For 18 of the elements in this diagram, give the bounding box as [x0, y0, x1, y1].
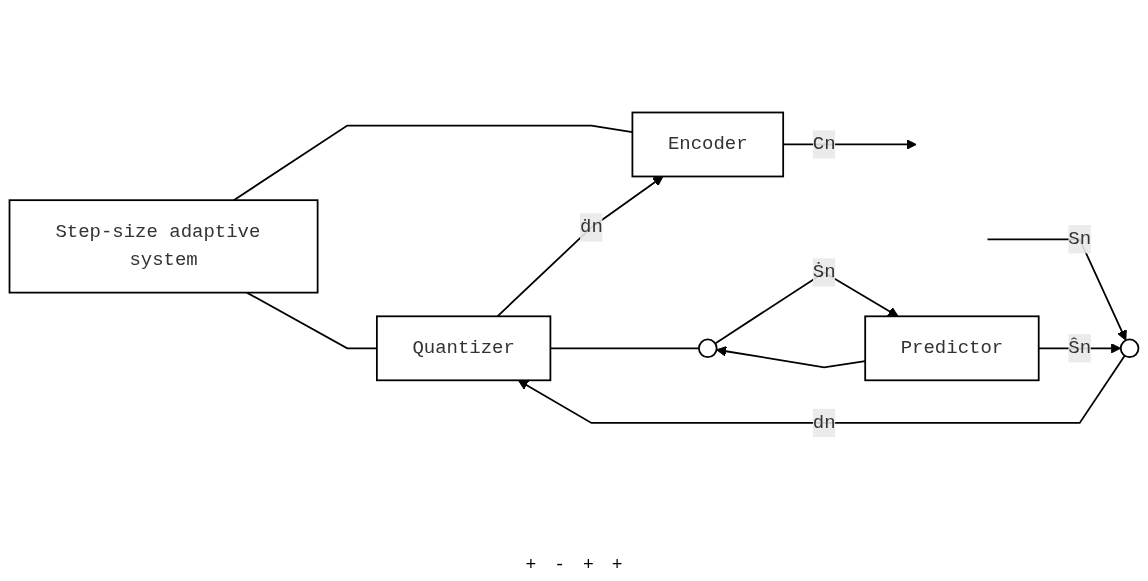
- node-circle: [1119, 338, 1140, 358]
- node-box: Step-size adaptive system: [8, 198, 319, 294]
- edge-label: dn: [812, 411, 836, 434]
- arrow: [496, 175, 664, 317]
- edge-label: Cn: [812, 133, 836, 155]
- node-box: Quantizer: [376, 315, 552, 381]
- node-box: Encoder: [631, 111, 785, 177]
- node-circle: [698, 338, 718, 358]
- arrow: [517, 354, 1126, 424]
- edge-label: ḋn: [580, 216, 603, 238]
- node-box: Predictor: [864, 315, 1040, 381]
- edge-label: Ṡn: [812, 261, 836, 283]
- sign-label: -: [554, 555, 565, 575]
- sign-label: +: [611, 555, 623, 575]
- sign-label: +: [525, 555, 537, 575]
- edge-label: Ŝn: [1068, 337, 1092, 359]
- edge-label: Sn: [1068, 228, 1092, 250]
- sign-label: +: [583, 555, 594, 575]
